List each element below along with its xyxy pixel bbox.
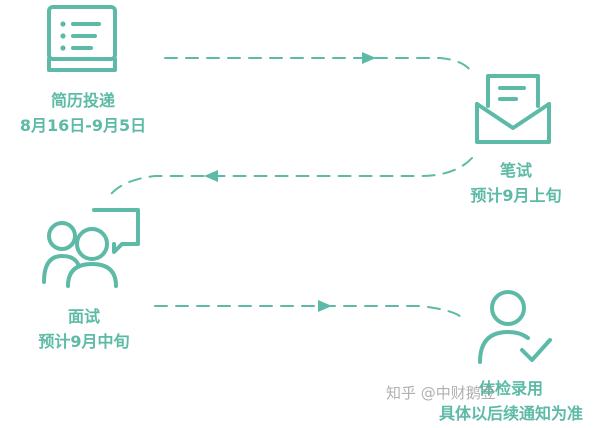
envelope-letter-icon [475, 74, 551, 144]
interview-people-icon [42, 208, 140, 288]
stage-checkup-title: 体检录用 [478, 379, 543, 398]
stage-interview-title: 面试 [67, 307, 100, 326]
stage-resume-date: 8月16日-9月5日 [19, 116, 147, 135]
stage-checkup-date: 具体以后续通知为准 [438, 404, 583, 423]
arrow-head-right-2 [318, 300, 332, 312]
connector-interview-to-checkup [154, 305, 463, 319]
stage-exam-title: 笔试 [499, 161, 532, 180]
stage-resume-title: 简历投递 [50, 91, 115, 110]
arrow-head-left [204, 170, 218, 182]
stage-exam-date: 预计9月上旬 [470, 186, 562, 205]
stage-resume: 简历投递 8月16日-9月5日 [0, 88, 166, 138]
stage-checkup: 体检录用 具体以后续通知为准 [408, 376, 614, 426]
user-check-icon [478, 290, 552, 364]
arrow-head-right-1 [362, 52, 376, 64]
stage-exam: 笔试 预计9月上旬 [446, 158, 586, 208]
stage-interview-date: 预计9月中旬 [38, 332, 130, 351]
connector-resume-to-exam [164, 57, 471, 71]
stage-interview: 面试 预计9月中旬 [10, 304, 158, 354]
watermark: 知乎 @中财鹅豆 [386, 384, 496, 402]
connector-exam-to-interview [107, 157, 473, 199]
resume-document-icon [47, 5, 117, 72]
